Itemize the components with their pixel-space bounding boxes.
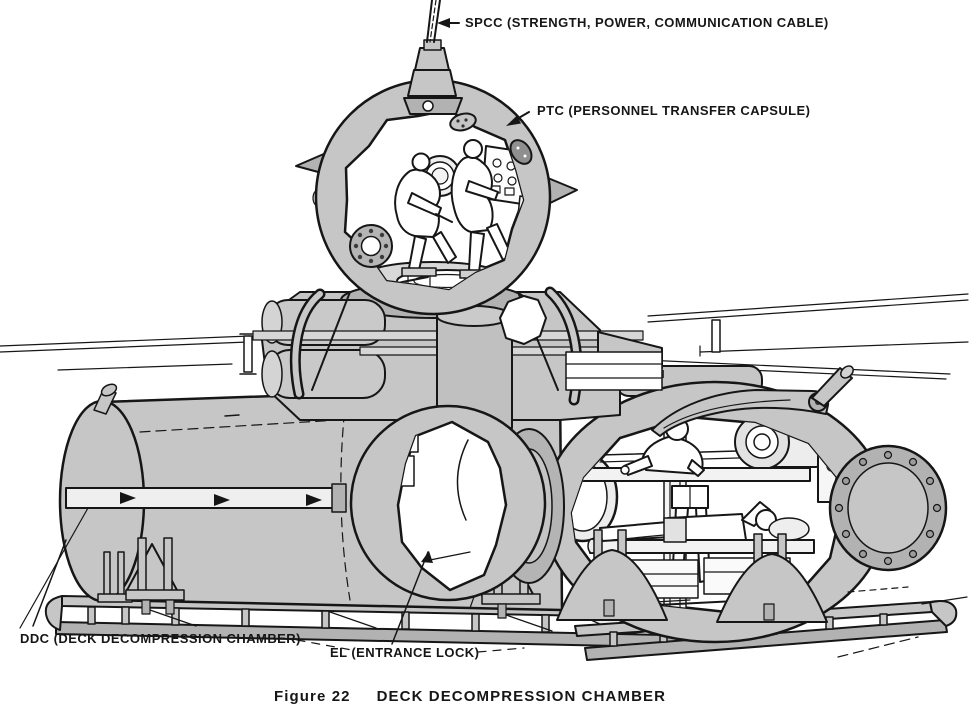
- saddle: [125, 537, 185, 615]
- label-el: EL (ENTRANCE LOCK): [330, 645, 480, 660]
- spcc-arrow: [437, 18, 450, 28]
- attendant-upper-body: [620, 417, 705, 477]
- background-deck-beams: [0, 293, 969, 380]
- label-spcc: SPCC (STRENGTH, POWER, COMMUNICATION CAB…: [465, 15, 829, 30]
- davit-arm: [651, 365, 854, 437]
- end-flange-door: [828, 444, 948, 572]
- ptc-arrow: [506, 115, 521, 126]
- saddle-mound: [716, 533, 828, 623]
- label-ptc: PTC (PERSONNEL TRANSFER CAPSULE): [537, 103, 811, 118]
- callout-leaders: [32, 18, 968, 658]
- el-cutaway-opening: [396, 420, 508, 592]
- ddc-leader: [32, 539, 67, 627]
- entrance-lock: [349, 404, 565, 602]
- ptc-sphere: [295, 0, 578, 316]
- trunk-opening: [499, 295, 547, 345]
- spcc-cable: [403, 0, 463, 115]
- sphere-boss: [509, 139, 533, 165]
- figure-title: DECK DECOMPRESSION CHAMBER: [376, 688, 667, 705]
- sphere-porthole: [349, 224, 393, 268]
- ddc-lifting-rail: [65, 483, 347, 513]
- ddc-end-bracket: [97, 551, 133, 603]
- diver-figure-left: [394, 152, 457, 289]
- figure-caption: Figure 22 DECK DECOMPRESSION CHAMBER: [274, 688, 666, 705]
- diver-figure-right: [450, 139, 512, 289]
- figure-number: Figure 22: [274, 688, 351, 705]
- tie-down-line: [19, 507, 89, 629]
- saddle-mound: [556, 529, 668, 621]
- el-leader: [391, 551, 429, 645]
- sphere-top-hatch: [449, 112, 477, 132]
- label-ddc: DDC (DECK DECOMPRESSION CHAMBER): [20, 631, 301, 646]
